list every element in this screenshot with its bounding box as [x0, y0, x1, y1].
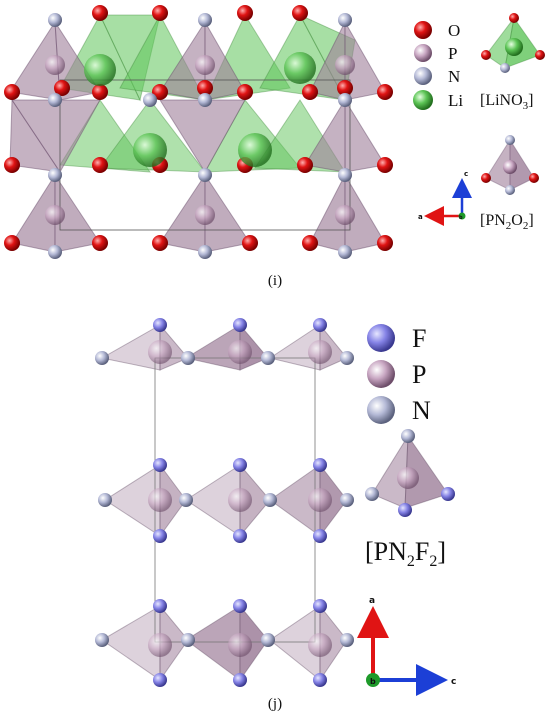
legend-j: F P N — [367, 324, 431, 425]
p-tetrahedra-middle — [9, 98, 386, 173]
axis-b-label: b — [459, 215, 463, 221]
axis-a-label: a — [418, 213, 423, 221]
legend-p-label: P — [448, 44, 457, 63]
pn2o2-unit-icon — [481, 135, 539, 195]
legend-n-swatch — [414, 67, 432, 85]
pn2f2-label: [PN2F2] — [365, 537, 446, 570]
lithium-atoms — [84, 52, 316, 167]
lino3-label: [LiNO3] — [480, 92, 533, 112]
axes-indicator-j: a c b — [357, 596, 456, 696]
pn2o2-label: [PN2O2] — [480, 212, 534, 232]
legend-n-label-j: N — [412, 396, 431, 425]
nitrogen-atoms — [48, 13, 352, 259]
p-tetrahedra-top — [9, 20, 386, 101]
phosphorus-atoms-j — [148, 340, 332, 657]
legend-n-label: N — [448, 67, 460, 86]
panel-i-structure — [4, 5, 393, 259]
fluorine-atoms — [153, 318, 327, 687]
legend-o-label: O — [448, 21, 460, 40]
axis-c-label: c — [464, 170, 468, 178]
legend-p-swatch-j — [367, 360, 395, 388]
p-tetrahedra-bottom — [11, 173, 386, 253]
legend-p-label-j: P — [412, 360, 426, 389]
legend-i: O P N Li — [413, 21, 463, 110]
lino3-unit-icon — [481, 13, 545, 73]
legend-o-swatch — [414, 21, 432, 39]
axis-c-label-j: c — [451, 677, 456, 687]
phosphorus-atoms — [45, 55, 355, 225]
legend-li-label: Li — [448, 91, 463, 110]
oxygen-atoms — [4, 5, 393, 251]
legend-n-swatch-j — [367, 396, 395, 424]
axes-indicator-i: c a b — [418, 170, 472, 226]
legend-li-swatch — [413, 90, 433, 110]
caption-i: (i) — [268, 273, 282, 289]
legend-f-swatch — [367, 324, 395, 352]
caption-j: (j) — [268, 696, 282, 712]
axis-a-label-j: a — [369, 596, 375, 606]
panel-j-structure — [95, 318, 354, 687]
pn2f2-unit-icon — [365, 429, 455, 517]
nitrogen-atoms-j — [95, 351, 354, 647]
legend-f-label: F — [412, 324, 426, 353]
legend-p-swatch — [414, 44, 432, 62]
axis-b-label-j: b — [370, 677, 376, 686]
